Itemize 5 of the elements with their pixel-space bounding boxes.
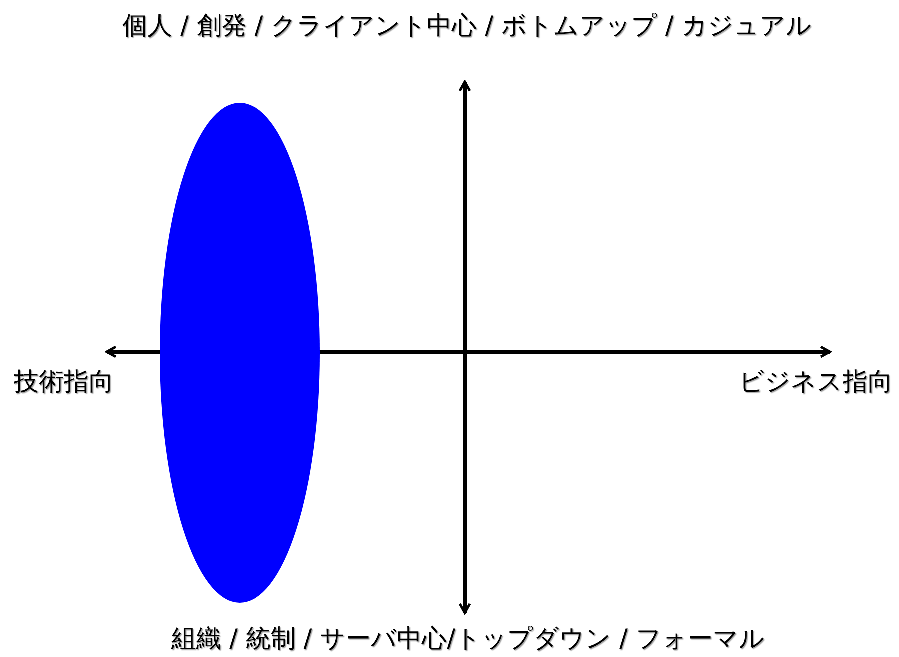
axis-label: 技術指向 — [14, 367, 114, 397]
axis-label: 組織 / 統制 / サーバ中心/トップダウン / フォーマル — [172, 624, 765, 654]
axis-label: ビジネス指向 — [739, 367, 893, 397]
ellipse-shape — [160, 103, 320, 603]
axis-label: 個人 / 創発 / クライアント中心 / ボトムアップ / カジュアル — [122, 11, 812, 41]
